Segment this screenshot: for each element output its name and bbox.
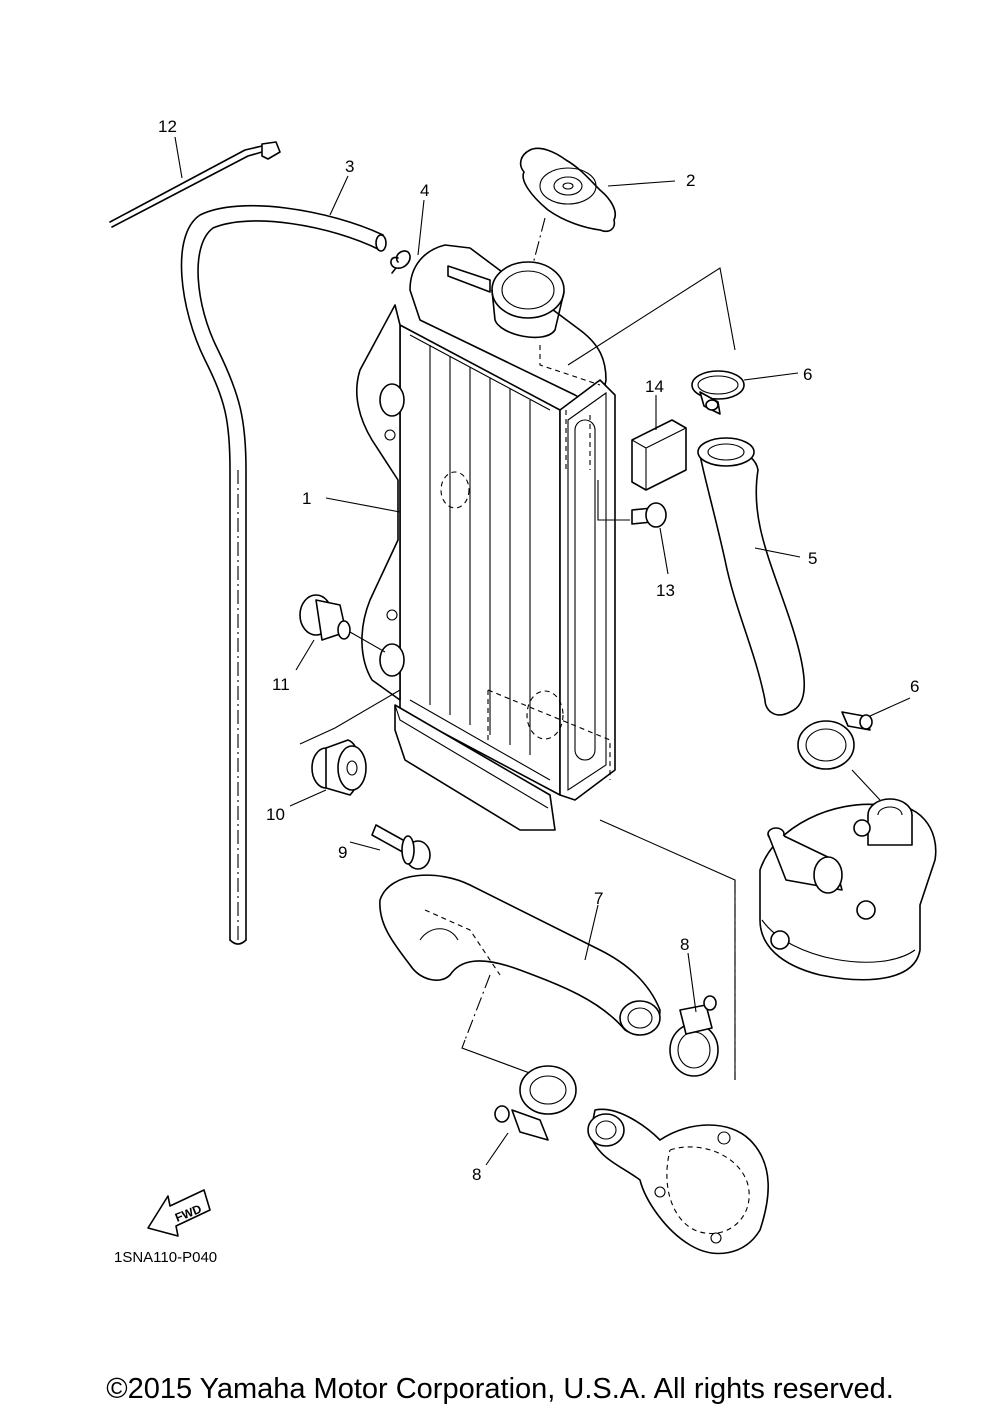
callout-12: 12 [158,117,177,136]
callout-14: 14 [645,377,664,396]
callout-7: 7 [594,889,603,908]
copyright-notice: ©2015 Yamaha Motor Corporation, U.S.A. A… [106,1373,894,1405]
part-2-radiator-cap[interactable] [519,147,616,269]
callout-10: 10 [266,805,285,824]
callout-6a: 6 [803,365,812,384]
part-14-pad[interactable] [631,419,687,491]
part-7-lower-hose[interactable] [379,874,661,1076]
cylinder-head-reference [759,798,937,981]
callout-6b: 6 [910,677,919,696]
part-5-upper-hose[interactable] [697,437,805,716]
callout-11: 11 [272,675,290,694]
callout-13: 13 [656,581,675,600]
callout-8a: 8 [680,935,689,954]
part-6-lower-hose-clamp[interactable] [797,711,873,770]
part-10-damper[interactable] [299,689,401,796]
part-9-bolt[interactable] [371,824,431,870]
diagram-code: 1SNA110-P040 [114,1249,217,1266]
part-3-overflow-hose[interactable] [180,205,387,945]
callout-8b: 8 [472,1165,481,1184]
water-pump-cover-reference [587,1108,769,1255]
part-8-lower-hose-clamp[interactable] [494,1065,577,1141]
callout-5: 5 [808,549,817,568]
callout-9: 9 [338,843,347,862]
part-13-bolt[interactable] [597,480,667,528]
callout-3: 3 [345,157,354,176]
part-11-collar[interactable] [299,594,386,653]
part-12-cable-tie[interactable] [109,141,281,228]
fwd-arrow-icon: FWD [147,1189,211,1237]
part-1-radiator[interactable] [356,244,616,831]
part-6-upper-hose-clamp[interactable] [691,370,745,415]
callout-4: 4 [420,181,429,200]
part-4-hose-clip[interactable] [390,250,411,274]
part-8-upper-hose-clamp[interactable] [669,995,719,1077]
callout-2: 2 [686,171,695,190]
callout-1: 1 [302,489,311,508]
